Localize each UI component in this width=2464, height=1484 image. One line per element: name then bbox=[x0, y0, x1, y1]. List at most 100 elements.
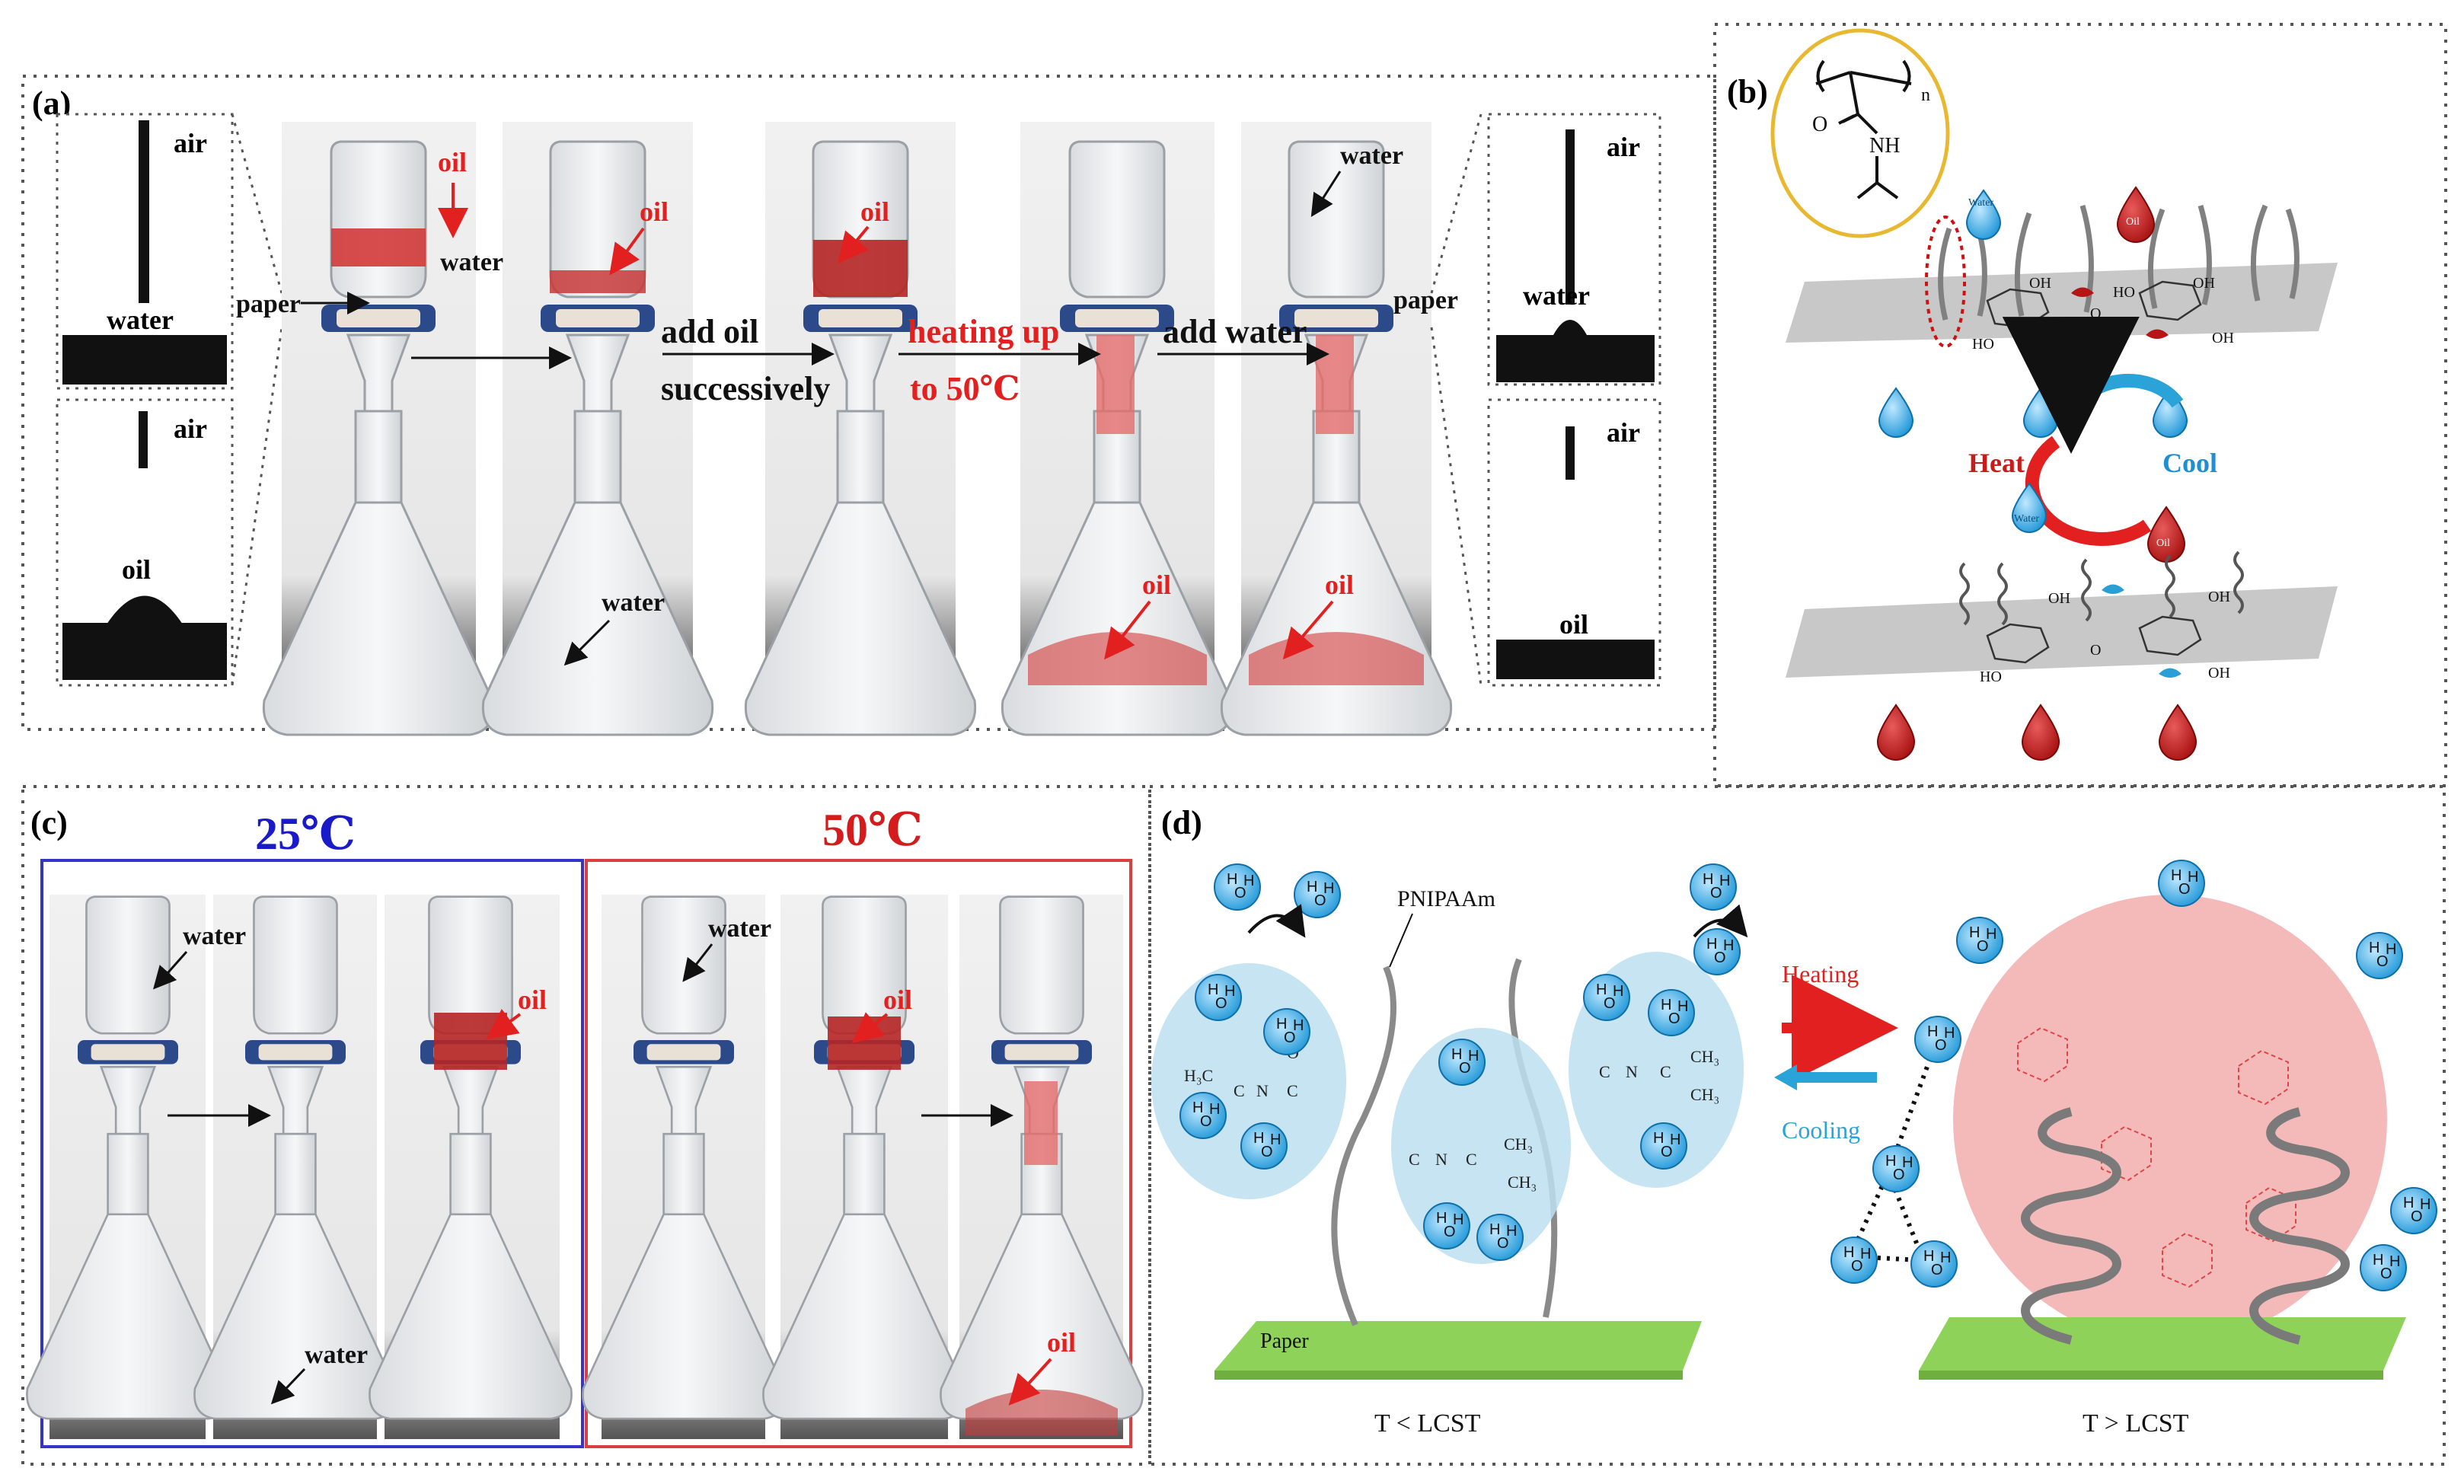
t-low-label: T < LCST bbox=[1374, 1409, 1481, 1438]
structure-o: O bbox=[1812, 113, 1827, 136]
p4-oil-label: oil bbox=[1142, 570, 1171, 600]
c-oil-3: oil bbox=[1047, 1327, 1076, 1358]
water-molecule bbox=[1648, 989, 1695, 1036]
water-molecule bbox=[1195, 974, 1242, 1021]
structure-circle bbox=[1770, 28, 1950, 238]
paper-sheet-bottom bbox=[1786, 586, 2338, 678]
svg-text:CH₃: CH₃ bbox=[1508, 1173, 1537, 1192]
water-molecule bbox=[1830, 1237, 1878, 1284]
p1-oil-label: oil bbox=[438, 147, 467, 177]
water-molecule bbox=[1690, 863, 1737, 911]
oil-droplet bbox=[107, 595, 183, 624]
sheet-top-oh3: OH bbox=[2212, 330, 2234, 346]
sheet-top-ho2: HO bbox=[2113, 284, 2135, 301]
water-molecule bbox=[1423, 1202, 1470, 1249]
svg-text:CH₃: CH₃ bbox=[1690, 1047, 1719, 1066]
chain-highlight bbox=[1925, 215, 1966, 348]
box-25 bbox=[40, 859, 584, 1448]
water-molecule bbox=[2158, 860, 2205, 907]
c-photo-5 bbox=[762, 895, 966, 1439]
panel-c: (c) 25℃ 50℃ bbox=[21, 785, 1151, 1466]
t-high-label: T > LCST bbox=[2083, 1409, 2189, 1438]
substrate bbox=[62, 335, 227, 385]
water-molecule bbox=[1956, 917, 2003, 964]
c-oil-2: oil bbox=[883, 985, 912, 1015]
inset-rb-oil: oil bbox=[1559, 609, 1588, 640]
photo-3 bbox=[744, 122, 977, 736]
water-molecule bbox=[2356, 932, 2403, 979]
paper-left-label: paper bbox=[236, 290, 301, 318]
cooling-label: Cooling bbox=[1782, 1116, 1860, 1144]
water-drop-1 bbox=[1878, 388, 1913, 438]
water-molecule bbox=[2360, 1244, 2407, 1291]
heating-label: Heating bbox=[1782, 960, 1859, 988]
step-add-oil: add oil bbox=[661, 313, 758, 350]
sheet-bot-oh2: OH bbox=[2208, 589, 2230, 605]
inset-rt-air: air bbox=[1607, 132, 1640, 162]
c-photo-3 bbox=[369, 895, 573, 1439]
svg-text:C: C bbox=[1234, 1081, 1245, 1100]
water-molecule bbox=[2390, 1187, 2437, 1234]
p5-oil-label: oil bbox=[1325, 570, 1354, 600]
panel-c-label: (c) bbox=[30, 804, 68, 841]
c-water-3: water bbox=[708, 914, 771, 943]
box-50 bbox=[585, 859, 1132, 1448]
paper-strip-left bbox=[1214, 1321, 1702, 1371]
c-photo-6 bbox=[940, 895, 1144, 1439]
sheet-top-ho1: HO bbox=[1972, 336, 1994, 353]
photo-2 bbox=[481, 122, 714, 736]
photo-1 bbox=[262, 122, 495, 736]
panel-d-label: (d) bbox=[1161, 804, 1202, 841]
water-drop-mid bbox=[2012, 483, 2047, 533]
sheet-bot-oh1: OH bbox=[2048, 590, 2070, 607]
inset-lb-oil: oil bbox=[122, 554, 151, 585]
svg-text:N: N bbox=[1435, 1150, 1447, 1169]
inset-lt-air: air bbox=[174, 128, 207, 158]
step-to-50: to 50℃ bbox=[910, 370, 1020, 407]
sheet-top-oh2: OH bbox=[2193, 275, 2215, 292]
p3-oil-label: oil bbox=[860, 196, 889, 227]
drop-water-label-2: Water bbox=[2014, 513, 2039, 525]
oil-drop-mid bbox=[2147, 506, 2185, 563]
step-successively: successively bbox=[661, 370, 830, 407]
cool-arrow bbox=[2003, 316, 2184, 454]
sheet-top-o: O bbox=[2090, 305, 2101, 322]
c-oil-1: oil bbox=[518, 985, 547, 1015]
svg-text:C: C bbox=[1409, 1150, 1420, 1169]
sheet-bot-ho1: HO bbox=[1980, 669, 2002, 685]
cool-label: Cool bbox=[2162, 448, 2217, 478]
heat-label: Heat bbox=[1968, 448, 2025, 478]
inset-left: air water air oil bbox=[56, 113, 234, 687]
oil-drop-1 bbox=[1877, 704, 1915, 761]
water-molecule bbox=[1438, 1039, 1486, 1086]
structure-n: n bbox=[1921, 85, 1930, 105]
oil-drop-2 bbox=[2022, 704, 2060, 761]
sheet-bot-o: O bbox=[2090, 642, 2101, 659]
step-heating-up: heating up bbox=[908, 313, 1059, 350]
panel-b: (b) n O NH bbox=[1713, 23, 2447, 787]
drop-water-label-1: Water bbox=[1968, 197, 1993, 209]
photo-5 bbox=[1220, 122, 1453, 736]
svg-text:C: C bbox=[1660, 1062, 1671, 1081]
water-molecule bbox=[1693, 928, 1741, 975]
svg-text:CH₃: CH₃ bbox=[1690, 1085, 1719, 1104]
oil-drop-top bbox=[2117, 187, 2155, 243]
water-molecule bbox=[1914, 1016, 1961, 1063]
temp-50-label: 50℃ bbox=[822, 805, 923, 855]
pnipaam-label: PNIPAAm bbox=[1397, 886, 1495, 911]
drop-oil-label-1: Oil bbox=[2126, 216, 2140, 228]
p1-water-label: water bbox=[440, 248, 503, 276]
water-molecule bbox=[1910, 1240, 1958, 1288]
panel-a: (a) air water air oil bbox=[21, 75, 1716, 736]
panel-c-border bbox=[21, 785, 1151, 1466]
svg-text:C: C bbox=[1287, 1081, 1298, 1100]
needle bbox=[139, 120, 149, 303]
c-water-1: water bbox=[183, 922, 246, 950]
water-molecule bbox=[1240, 1122, 1288, 1170]
sheet-bot-oh3: OH bbox=[2208, 665, 2230, 681]
oil-drop-3 bbox=[2159, 704, 2197, 761]
structure-nh: NH bbox=[1869, 134, 1900, 158]
c-photo-1 bbox=[26, 895, 230, 1439]
c-water-2: water bbox=[305, 1341, 368, 1369]
